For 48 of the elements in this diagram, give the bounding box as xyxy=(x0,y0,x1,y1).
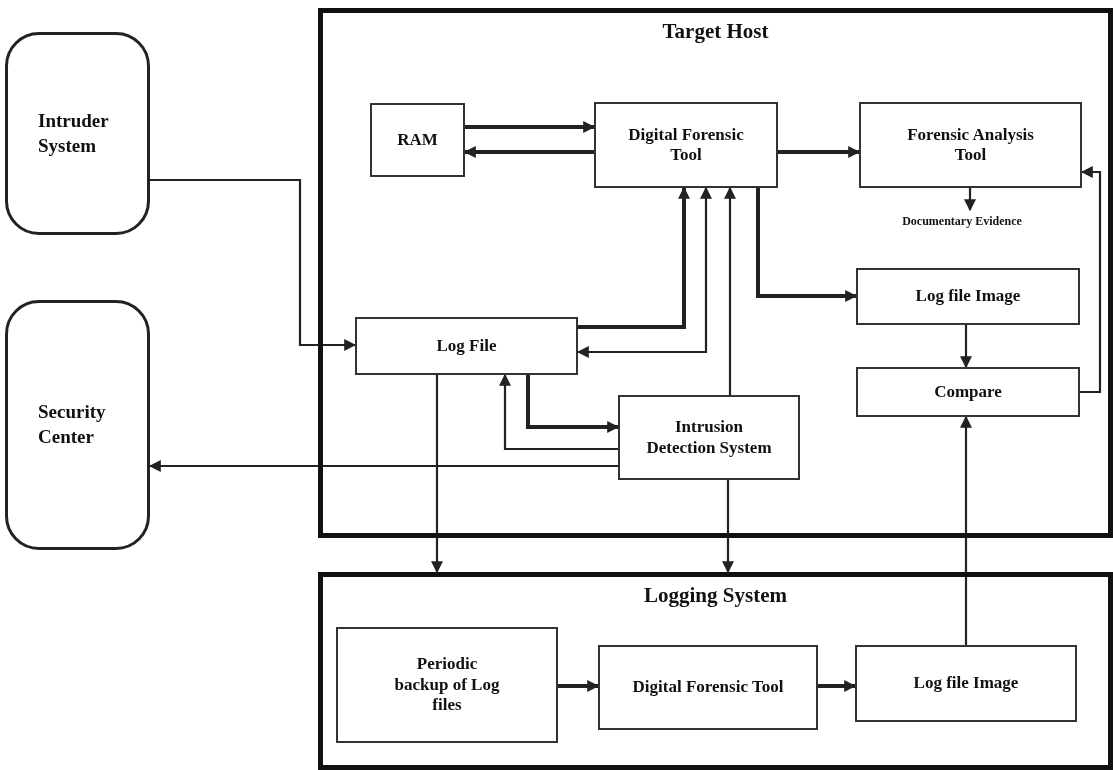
arrow xyxy=(1080,166,1102,394)
arrow xyxy=(960,415,972,645)
container-panel xyxy=(318,8,1113,538)
arrow xyxy=(722,480,734,574)
annotation-text: Documentary Evidence xyxy=(902,213,1022,229)
process-box xyxy=(856,367,1080,417)
arrow xyxy=(576,186,712,358)
process-box xyxy=(855,645,1077,722)
box-label: Periodic backup of Log files xyxy=(393,654,501,716)
box-label: Log file Image xyxy=(913,673,1019,694)
process-box xyxy=(618,395,800,480)
box-label: Log file Image xyxy=(915,286,1021,307)
box-label: Log File xyxy=(436,335,497,357)
process-box xyxy=(336,627,558,743)
box-label: Digital Forensic Tool xyxy=(632,677,784,698)
rounded-box xyxy=(5,32,150,235)
process-box xyxy=(594,102,778,188)
box-label: Security Center xyxy=(38,400,106,449)
arrow xyxy=(724,186,736,395)
box-label: Forensic Analysis Tool xyxy=(906,124,1035,166)
arrow xyxy=(960,325,972,369)
arrow xyxy=(526,375,620,433)
process-box xyxy=(598,645,818,730)
panel-title: Logging System xyxy=(644,583,787,608)
process-box xyxy=(859,102,1082,188)
arrow xyxy=(756,188,858,302)
arrow xyxy=(150,178,357,351)
box-label: Digital Forensic Tool xyxy=(627,124,745,166)
arrow xyxy=(499,373,618,451)
panel-title: Target Host xyxy=(662,19,769,44)
arrow xyxy=(463,146,594,158)
box-label: Intrusion Detection System xyxy=(645,417,773,458)
arrow xyxy=(818,680,857,692)
box-label: Intruder System xyxy=(38,108,109,158)
arrow xyxy=(778,146,861,158)
arrow xyxy=(964,188,976,212)
container-panel xyxy=(318,572,1113,770)
arrow xyxy=(558,680,600,692)
box-label: Compare xyxy=(934,381,1002,403)
process-box xyxy=(856,268,1080,325)
rounded-box xyxy=(5,300,150,550)
arrow xyxy=(465,121,596,133)
process-box xyxy=(370,103,465,177)
process-box xyxy=(355,317,578,375)
arrow xyxy=(578,186,690,329)
arrow xyxy=(148,460,618,472)
arrow xyxy=(431,375,443,574)
box-label: RAM xyxy=(397,129,438,151)
